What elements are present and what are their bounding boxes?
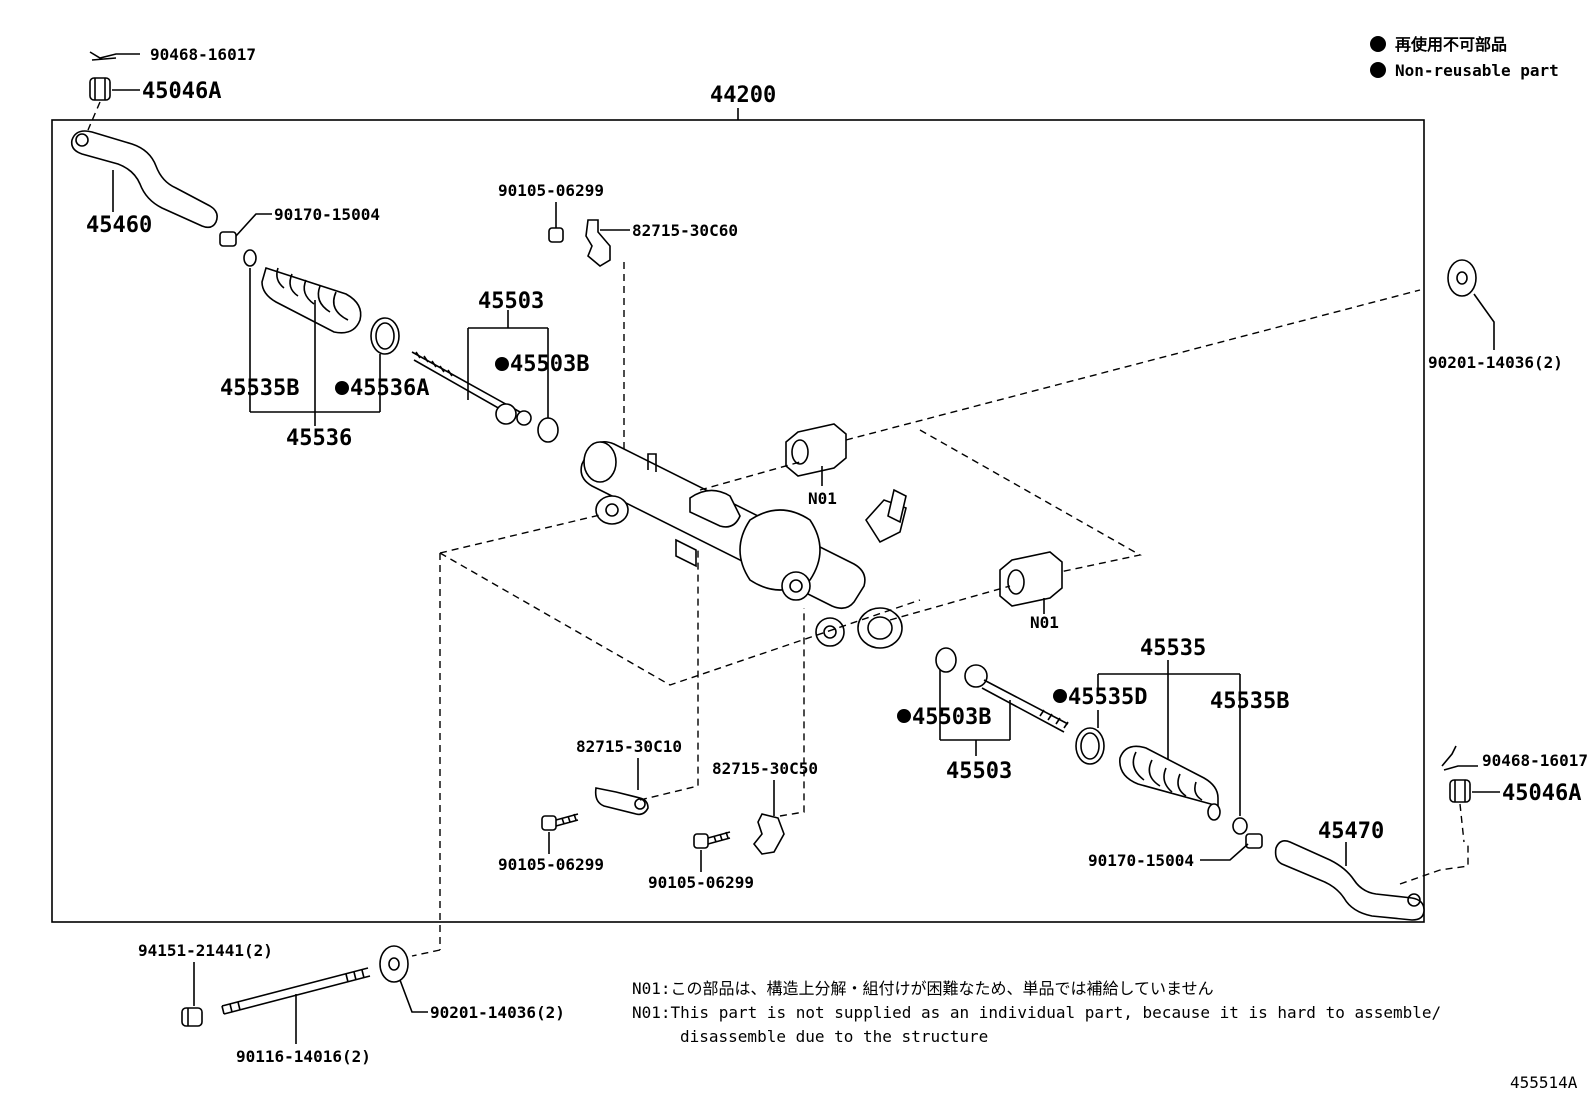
clamp-45535B-left-icon xyxy=(243,249,257,267)
nut-90170-bottom-icon xyxy=(1245,833,1263,849)
washer-90201-bottom-icon xyxy=(379,945,409,983)
label-45503B-right: 45503B xyxy=(912,705,991,730)
label-90105-left: 90105-06299 xyxy=(498,855,604,874)
label-45470: 45470 xyxy=(1318,819,1384,844)
legend-jp: 再使用不可部品 xyxy=(1395,35,1507,54)
inner-tie-rod-left-icon xyxy=(411,351,532,426)
clamp-45535B-right-icon xyxy=(1232,817,1248,835)
bracket-82715-30C10-icon xyxy=(594,787,649,816)
label-45535B-right: 45535B xyxy=(1210,689,1289,714)
label-90170-bottom: 90170-15004 xyxy=(1088,851,1194,870)
note-line-3: disassemble due to the structure xyxy=(680,1027,988,1046)
inner-tie-rod-right-icon xyxy=(964,664,1069,733)
label-N01-top: N01 xyxy=(808,489,837,508)
label-45503-left: 45503 xyxy=(478,289,544,314)
washer-45503B-left-icon xyxy=(537,417,559,443)
label-90468-top: 90468-16017 xyxy=(150,45,256,64)
label-82715-30C10: 82715-30C10 xyxy=(576,737,682,756)
label-94151: 94151-21441(2) xyxy=(138,941,273,960)
label-90116: 90116-14016(2) xyxy=(236,1047,371,1066)
label-45536A: 45536A xyxy=(350,376,429,401)
label-44200: 44200 xyxy=(710,83,776,108)
figure-id: 455514A xyxy=(1510,1073,1578,1092)
label-45536: 45536 xyxy=(286,426,352,451)
label-90105-top: 90105-06299 xyxy=(498,181,604,200)
label-90105-mid: 90105-06299 xyxy=(648,873,754,892)
legend-dot-jp xyxy=(1370,36,1386,52)
washer-45503B-right-icon xyxy=(935,647,957,673)
label-45503-right: 45503 xyxy=(946,759,1012,784)
bolt-90105-top-icon xyxy=(548,227,564,243)
note-line-1: N01:この部品は、構造上分解・組付けが困難なため、単品では補給していません xyxy=(632,979,1214,998)
stud-bolt-90116-icon xyxy=(221,967,371,1015)
label-45503B-left: 45503B xyxy=(510,352,589,377)
label-45535D: 45535D xyxy=(1068,685,1147,710)
bolt-90105-mid-icon xyxy=(693,831,731,849)
castle-nut-right-icon xyxy=(1449,779,1471,803)
boot-45535-right-icon xyxy=(1119,745,1221,821)
note-line-2: N01:This part is not supplied as an indi… xyxy=(632,1003,1441,1022)
label-90201-right: 90201-14036(2) xyxy=(1428,353,1563,372)
cotter-pin-right-icon xyxy=(1441,745,1478,771)
label-N01-mid: N01 xyxy=(1030,613,1059,632)
castle-nut-icon xyxy=(89,77,111,101)
legend-en: Non-reusable part xyxy=(1395,61,1559,80)
bushing-N01-top-icon xyxy=(785,423,847,477)
washer-90201-right-icon xyxy=(1447,259,1477,297)
label-45535: 45535 xyxy=(1140,636,1206,661)
bracket-82715-30C60-icon xyxy=(585,219,611,267)
label-90468-right: 90468-16017 xyxy=(1482,751,1588,770)
boot-45536-left-icon xyxy=(261,266,362,334)
steering-gear-housing-icon xyxy=(580,440,907,649)
label-90201-bottom: 90201-14036(2) xyxy=(430,1003,565,1022)
bushing-N01-mid-icon xyxy=(999,551,1063,607)
nut-94151-icon xyxy=(181,1007,203,1027)
label-45046A-top: 45046A xyxy=(142,79,221,104)
bracket-82715-30C50-icon xyxy=(752,813,785,855)
cotter-pin-icon xyxy=(89,51,140,61)
label-90170-top: 90170-15004 xyxy=(274,205,380,224)
label-82715-30C50: 82715-30C50 xyxy=(712,759,818,778)
tie-rod-end-45460-icon xyxy=(70,130,218,229)
label-45535B-left: 45535B xyxy=(220,376,299,401)
legend-dot-en xyxy=(1370,62,1386,78)
label-45046A-right: 45046A xyxy=(1502,781,1581,806)
label-82715-30C60: 82715-30C60 xyxy=(632,221,738,240)
bolt-90105-left-icon xyxy=(541,813,579,831)
tie-rod-end-45470-icon xyxy=(1274,840,1425,921)
nut-90170-top-icon xyxy=(219,231,237,247)
label-45460: 45460 xyxy=(86,213,152,238)
